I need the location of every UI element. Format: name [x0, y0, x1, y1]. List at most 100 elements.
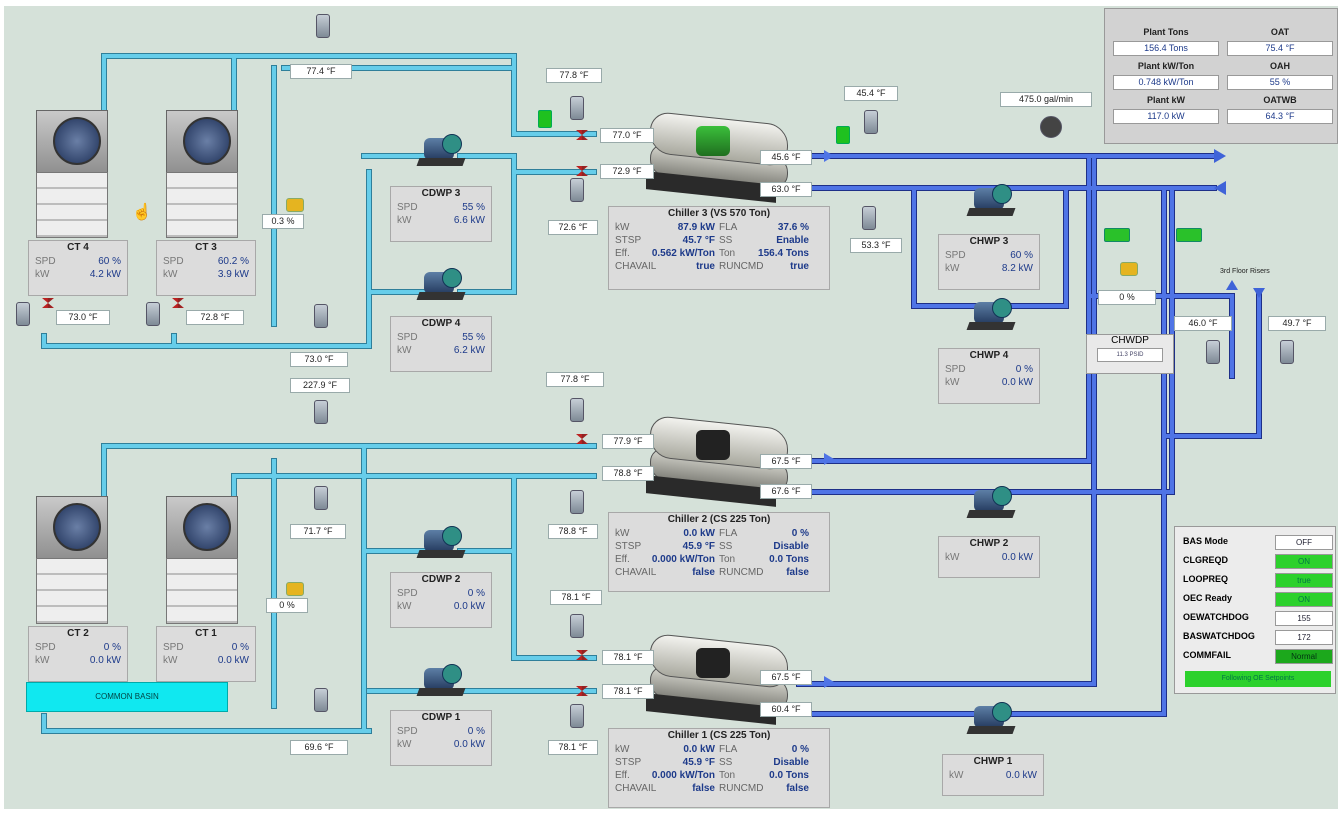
cooling-tower-1-icon[interactable]	[162, 496, 240, 624]
common-basin: COMMON BASIN	[26, 682, 228, 712]
cooling-tower-3-icon[interactable]	[162, 110, 240, 238]
ch2-runcmd: false	[786, 567, 809, 578]
ct2-spd-label: SPD	[35, 642, 56, 653]
ch2-runcmd-label: RUNCMD	[719, 567, 764, 578]
temp-sensor-icon	[862, 206, 876, 230]
bypass-valve-ct34-icon[interactable]	[286, 198, 304, 212]
chw-return-sensor-temp: 53.3 °F	[850, 238, 902, 253]
ch3-cond-return-temp: 72.6 °F	[548, 220, 598, 235]
cdwp3-pump-icon[interactable]	[416, 134, 468, 170]
ch2-kw-label: kW	[615, 528, 630, 539]
ch3-chw-supply-temp: 45.6 °F	[760, 150, 812, 165]
ch3-kw: 87.9 kW	[677, 222, 715, 233]
ch2-cond-return-temp: 78.8 °F	[548, 524, 598, 539]
cdwp2-pump-icon[interactable]	[416, 526, 468, 562]
chwp1-title: CHWP 1	[973, 756, 1013, 767]
chiller3-icon[interactable]	[644, 110, 794, 203]
ch3-runcmd-label: RUNCMD	[719, 261, 764, 272]
chiller1-icon[interactable]	[644, 632, 794, 725]
temp-sensor-icon	[864, 110, 878, 134]
chwp4-spd-label: SPD	[945, 364, 966, 375]
cooling-tower-4-icon[interactable]	[32, 110, 110, 238]
plant-diagram: Plant Tons 156.4 Tons OAT 75.4 °F Plant …	[4, 6, 1338, 809]
ch1-runcmd: false	[786, 783, 809, 794]
ch2-stsp-label: STSP	[615, 541, 642, 552]
cdwp4-kw-label: kW	[397, 345, 412, 356]
ct1-kw: 0.0 kW	[217, 655, 249, 666]
cdwp4-pump-icon[interactable]	[416, 268, 468, 304]
chwp2-kw-label: kW	[945, 552, 960, 563]
temp-sensor-icon	[570, 398, 584, 422]
temp-sensor-icon	[570, 614, 584, 638]
chwp4-pump-icon[interactable]	[966, 298, 1018, 334]
flow-arrows	[1214, 149, 1265, 298]
ct4-spd-label: SPD	[35, 256, 56, 267]
ch2-cond-out-temp: 78.8 °F	[602, 466, 654, 481]
ch1-chw-return-temp: 60.4 °F	[760, 702, 812, 717]
temp-sensor-icon	[314, 400, 328, 424]
temp-sensor-icon	[314, 688, 328, 712]
isolation-valve-icon[interactable]	[538, 110, 552, 128]
cw-temp-ch3-sensor: 77.8 °F	[546, 68, 602, 83]
ch2-fla-label: FLA	[719, 528, 738, 539]
ch1-cond-return-temp: 78.1 °F	[548, 740, 598, 755]
temp-sensor-icon	[314, 304, 328, 328]
bas-row-label: CLGREQD	[1183, 555, 1228, 565]
chwp1-pump-icon[interactable]	[966, 702, 1018, 738]
chiller2-icon[interactable]	[644, 414, 794, 507]
ch2-chw-return-temp: 67.6 °F	[760, 484, 812, 499]
chw-pipes	[797, 154, 1261, 716]
bypass-valve-icon[interactable]	[1104, 228, 1130, 242]
oatwb-header: OATWB	[1263, 95, 1297, 105]
chwp1-kw-label: kW	[949, 770, 964, 781]
plant-tons-header: Plant Tons	[1143, 27, 1189, 37]
temp-sensor-icon	[570, 704, 584, 728]
ct2-kw-label: kW	[35, 655, 50, 666]
chwp2-pump-icon[interactable]	[966, 486, 1018, 522]
cw-return-temp-upper: 73.0 °F	[290, 352, 348, 367]
ct1-spd: 0 %	[231, 642, 249, 653]
bas-row-value: Normal	[1275, 649, 1333, 664]
chwp3-spd: 60 %	[1010, 250, 1033, 261]
bypass-valve-ct12-icon[interactable]	[286, 582, 304, 596]
ct4-title: CT 4	[67, 242, 89, 253]
chwdp-panel[interactable]: CHWDP 11.3 PSID	[1086, 334, 1174, 374]
bypass-valve-icon[interactable]	[1176, 228, 1202, 242]
ct1-title: CT 1	[195, 628, 217, 639]
ch1-kw-label: kW	[615, 744, 630, 755]
cooling-tower-2-icon[interactable]	[32, 496, 110, 624]
chwp2-kw: 0.0 kW	[1001, 552, 1033, 563]
chwp3-pump-icon[interactable]	[966, 184, 1018, 220]
chwdp-title: CHWDP	[1111, 335, 1149, 346]
temp-sensor-icon	[1206, 340, 1220, 364]
chwp3-spd-label: SPD	[945, 250, 966, 261]
mouse-cursor-icon: ☝	[132, 204, 152, 221]
ch2-ton: 0.0 Tons	[769, 554, 809, 565]
ch2-fla: 0 %	[791, 528, 809, 539]
isolation-valve-icon[interactable]	[836, 126, 850, 144]
ch1-ss: Disable	[773, 757, 809, 768]
bas-row-label: LOOPREQ	[1183, 574, 1229, 584]
cdwp1-pump-icon[interactable]	[416, 664, 468, 700]
ch1-ton-label: Ton	[719, 770, 736, 781]
chw-bypass-valve-icon[interactable]	[1120, 262, 1138, 276]
cdwp4-spd: 55 %	[462, 332, 485, 343]
